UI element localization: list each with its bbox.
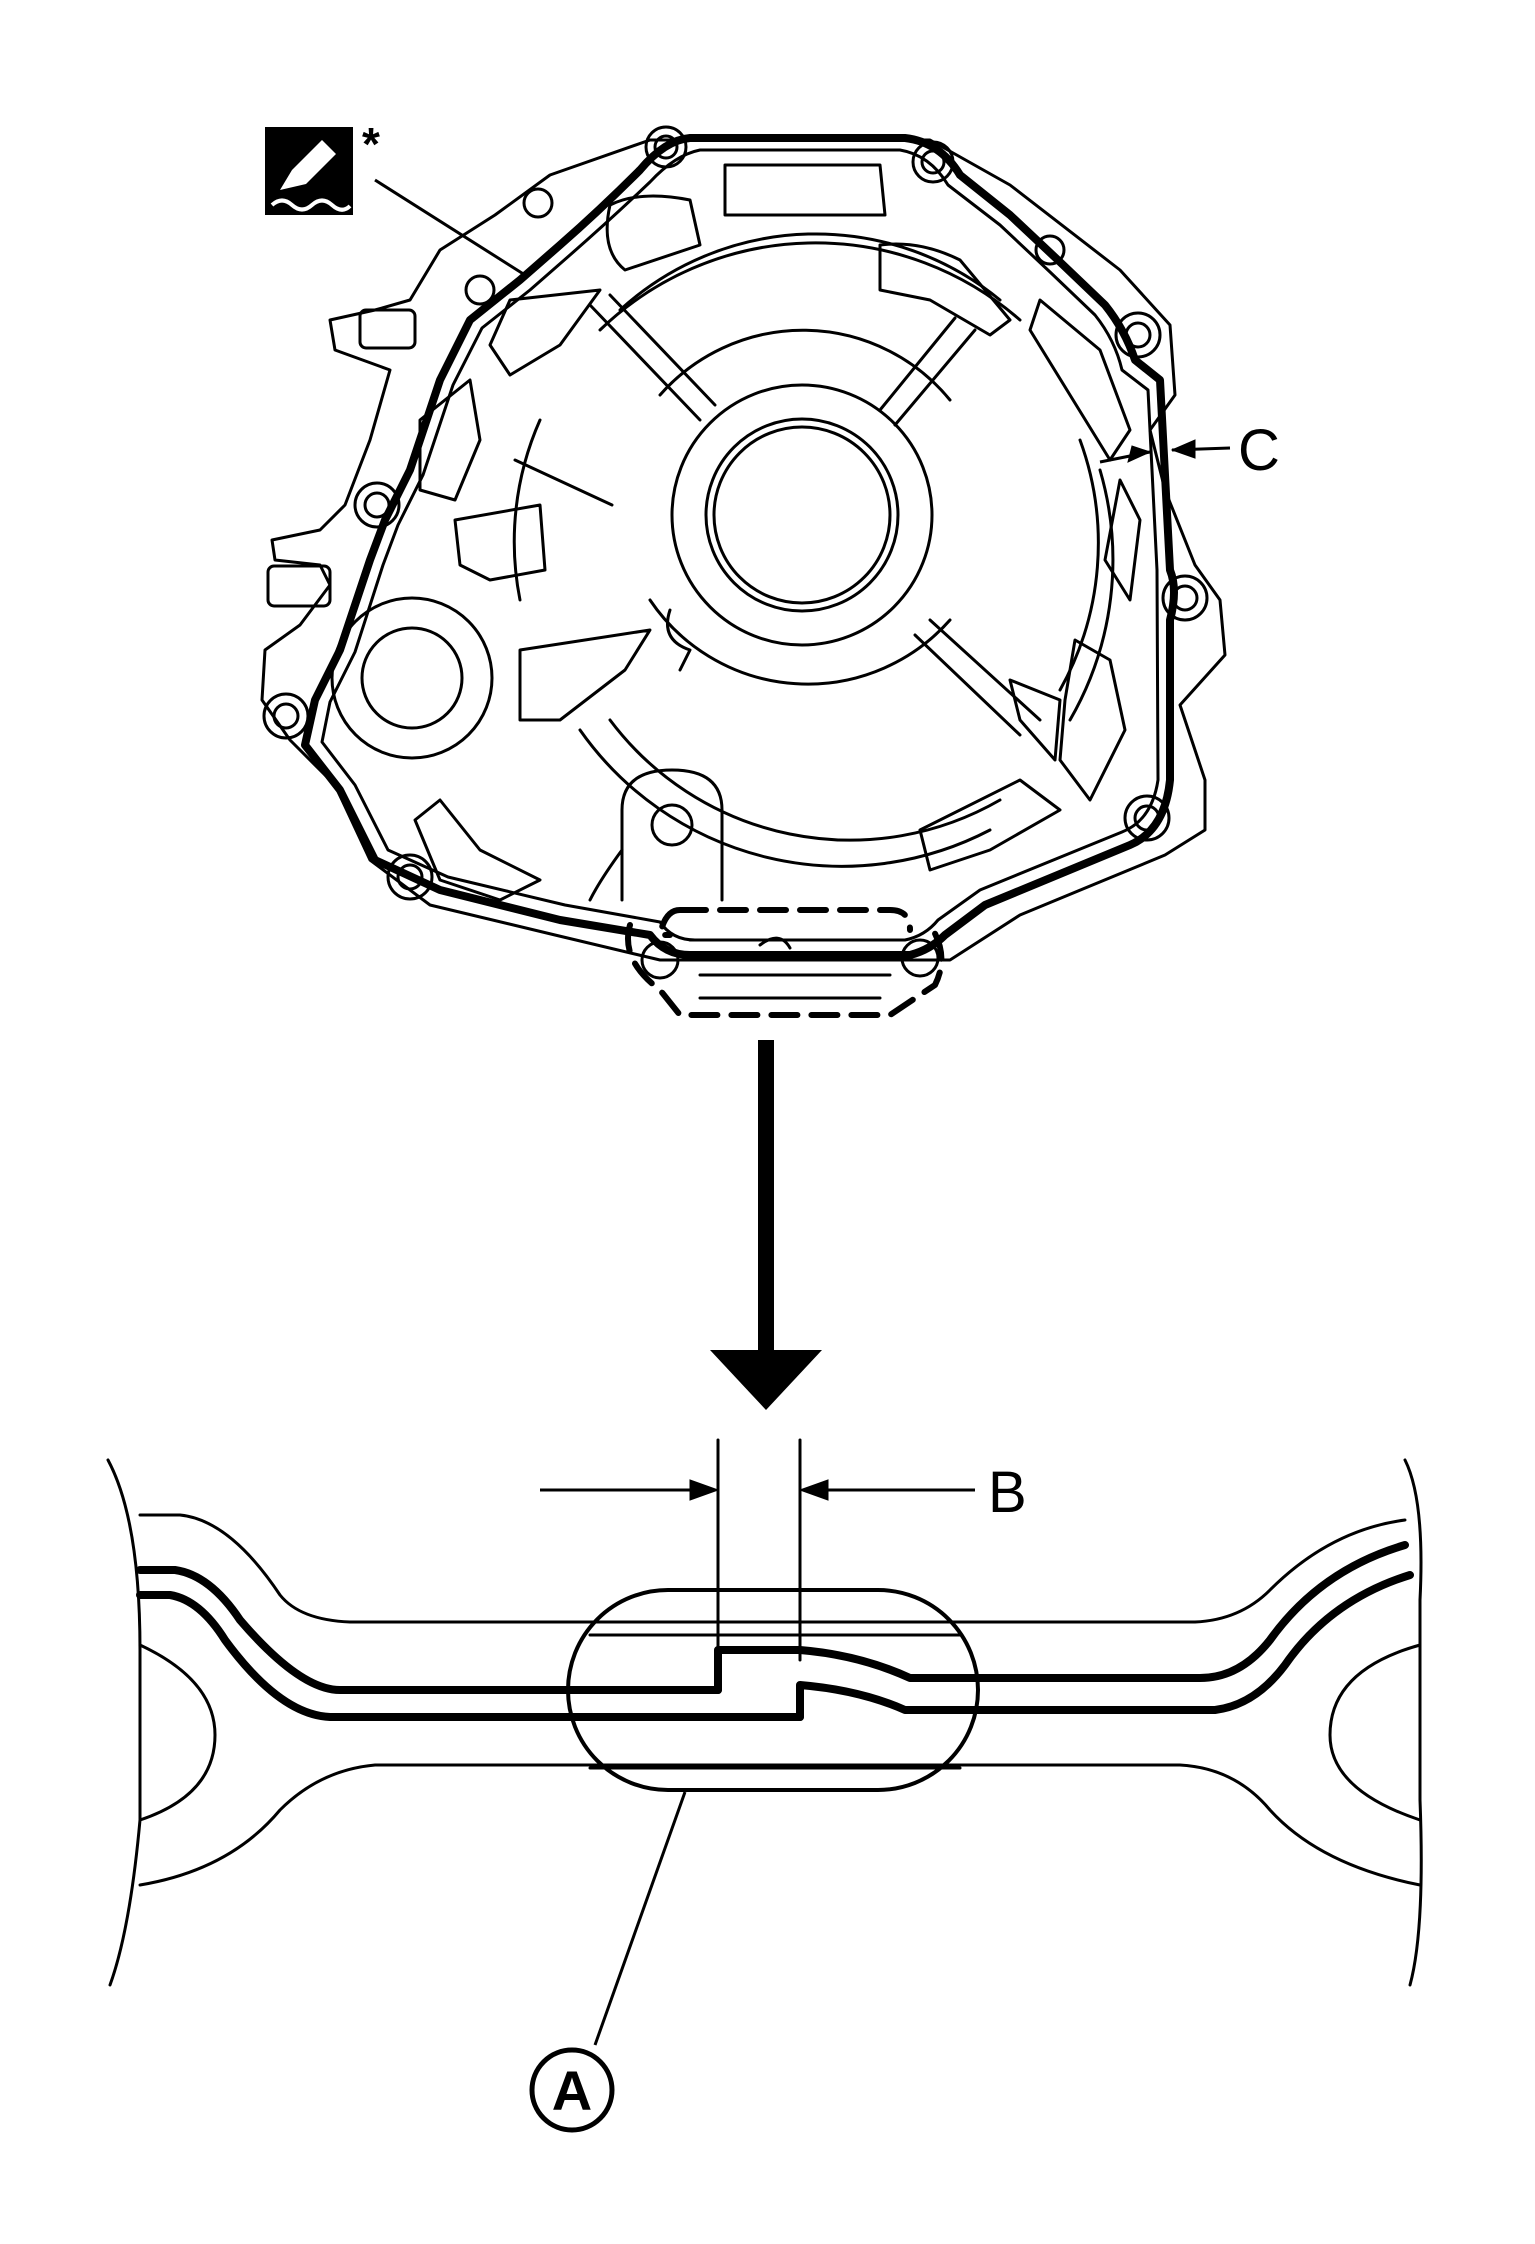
bead-right-upper (714, 1541, 1409, 1694)
overlap-window (566, 1588, 980, 1792)
lower-boss (588, 768, 724, 902)
detail-right-edge (1403, 1458, 1423, 1987)
detail-region (625, 907, 945, 1018)
zoom-arrow (710, 1040, 822, 1410)
b-dimension (540, 1479, 975, 1501)
bead-left-upper (136, 1566, 722, 1694)
inner-cavities (413, 163, 1142, 902)
label-a: A (552, 2059, 592, 2122)
a-leader (593, 1791, 687, 2046)
detail-view (106, 1438, 1423, 1987)
a-circle (529, 2047, 615, 2133)
bead-right-lower (796, 1571, 1414, 1721)
detail-right-hole (1328, 1643, 1422, 1822)
housing-view (260, 125, 1227, 1018)
secondary-bore (330, 596, 494, 760)
asterisk-leader (374, 178, 526, 277)
asterisk-label: * (362, 118, 380, 170)
outer-ring (512, 232, 1115, 868)
c-dimension (1099, 439, 1231, 464)
sealant-tube-icon (265, 127, 353, 215)
label-c: C (1238, 418, 1280, 483)
detail-left-edge (106, 1458, 142, 1987)
housing-outline (260, 138, 1227, 962)
sealant-bead-inner (320, 148, 1160, 942)
detail-upper-contour (138, 1513, 1407, 1624)
detail-lower-contour (138, 1763, 1422, 1887)
bead-left-lower (136, 1591, 804, 1721)
bottom-gap-mark (758, 936, 792, 950)
central-bore (648, 328, 952, 686)
label-b: B (988, 1460, 1027, 1525)
detail-left-hole (138, 1643, 217, 1822)
mounting-ears (266, 308, 417, 608)
detail-inner-lines (688, 938, 902, 1000)
ribs (513, 293, 1042, 737)
